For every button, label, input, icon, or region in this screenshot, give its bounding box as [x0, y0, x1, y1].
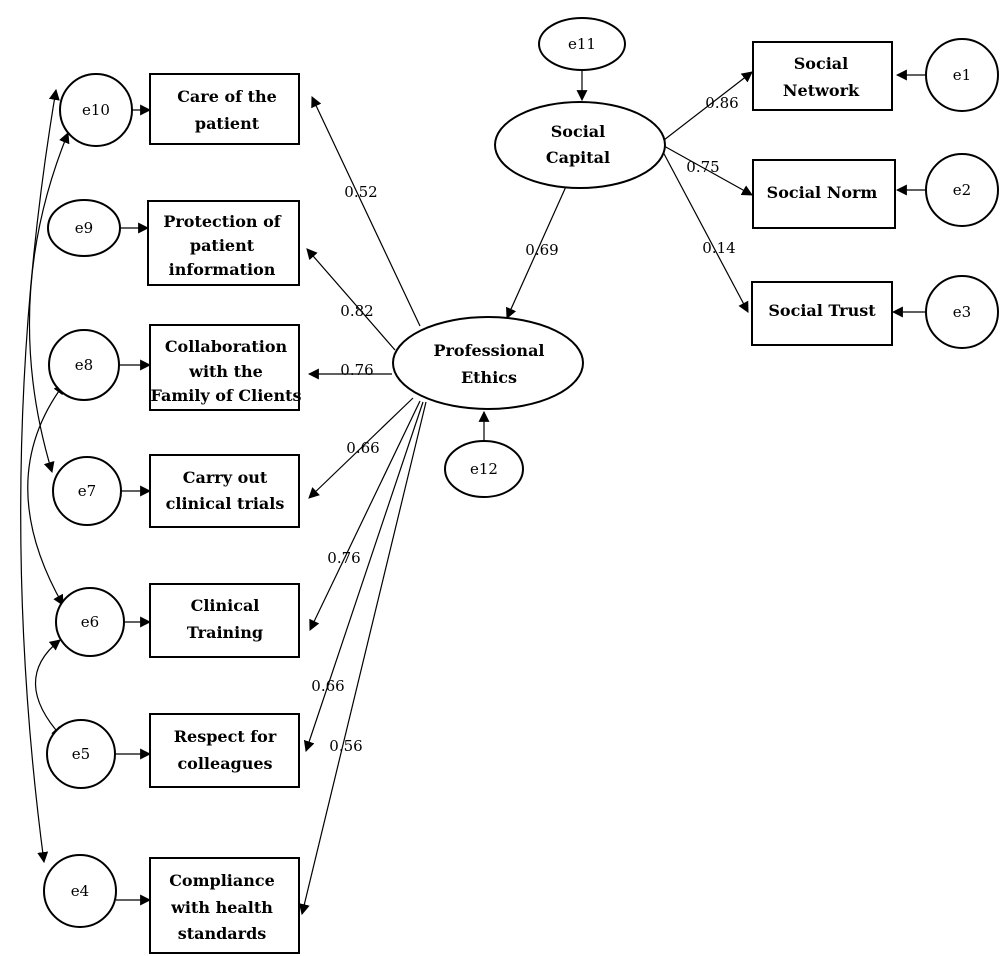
indicator-care: Care of the patient [149, 73, 300, 145]
coef-trust: 0.14 [702, 239, 735, 257]
error-e7: e7 [52, 456, 122, 526]
e12-label: e12 [470, 460, 498, 478]
error-e11: e11 [538, 17, 626, 71]
path-ethics-care [311, 96, 421, 327]
care-line-2: patient [195, 114, 260, 133]
coef-collaboration: 0.76 [340, 361, 373, 379]
error-e5: e5 [46, 719, 116, 789]
covariance-e10-e7 [28, 131, 70, 474]
indicator-network: Social Network [752, 41, 893, 111]
training-line-2: Training [187, 623, 263, 642]
edges [20, 69, 926, 916]
e11-label: e11 [568, 35, 596, 53]
coef-norm: 0.75 [686, 158, 719, 176]
coef-trials: 0.66 [346, 439, 379, 457]
path-ethics-training [309, 400, 421, 631]
error-e9: e9 [47, 199, 121, 257]
path-ethics-compliance [298, 401, 427, 916]
indicator-trust: Social Trust [751, 281, 893, 346]
path-capital-norm [663, 145, 753, 196]
network-line-2: Network [783, 81, 860, 100]
social-capital-line-1: Social [551, 122, 606, 141]
coefficient-labels: 0.52 0.82 0.76 0.66 0.76 0.66 0.56 0.69 … [311, 94, 738, 755]
coef-compliance: 0.56 [329, 737, 362, 755]
error-e4: e4 [43, 854, 117, 928]
path-ethics-protection [306, 248, 396, 351]
covariance-e10-e4 [20, 88, 60, 864]
e2-label: e2 [953, 181, 971, 199]
protection-line-2: patient [190, 236, 255, 255]
trials-line-2: clinical trials [166, 494, 285, 513]
respect-line-2: colleagues [177, 754, 272, 773]
collaboration-line-3: Family of Clients [150, 386, 301, 405]
e1-label: e1 [953, 66, 971, 84]
e3-label: e3 [953, 303, 971, 321]
trust-line-1: Social Trust [768, 301, 876, 320]
latent-social-capital: Social Capital [494, 101, 666, 189]
coef-network: 0.86 [705, 94, 738, 112]
covariance-e8-e6 [27, 383, 65, 606]
error-e3: e3 [925, 275, 999, 349]
error-e1: e1 [925, 38, 999, 112]
indicator-norm: Social Norm [752, 159, 896, 229]
path-ethics-trials [308, 397, 414, 499]
care-line-1: Care of the [177, 87, 277, 106]
e8-label: e8 [75, 356, 93, 374]
indicator-training: Clinical Training [149, 583, 300, 658]
path-capital-network [663, 71, 753, 141]
compliance-line-2: with health [170, 898, 273, 917]
e9-label: e9 [75, 219, 93, 237]
indicator-collaboration: Collaboration with the Family of Clients [149, 324, 302, 411]
coef-respect: 0.66 [311, 677, 344, 695]
coef-protection: 0.82 [340, 302, 373, 320]
indicator-trials: Carry out clinical trials [149, 454, 300, 528]
covariance-e6-e5 [34, 639, 63, 738]
error-e8: e8 [48, 329, 120, 401]
e5-label: e5 [72, 745, 90, 763]
indicator-compliance: Compliance with health standards [149, 857, 300, 954]
e7-label: e7 [78, 482, 96, 500]
social-capital-line-2: Capital [546, 148, 610, 167]
training-line-1: Clinical [191, 596, 260, 615]
path-capital-trust [661, 149, 749, 313]
error-e12: e12 [444, 440, 524, 498]
professional-ethics-line-1: Professional [433, 341, 544, 360]
indicator-respect: Respect for colleagues [149, 713, 300, 788]
protection-line-3: information [169, 260, 276, 279]
e10-label: e10 [82, 101, 110, 119]
error-e6: e6 [55, 587, 125, 657]
path-ethics-respect [303, 401, 424, 753]
e4-label: e4 [71, 882, 89, 900]
protection-line-1: Protection of [163, 212, 281, 231]
collaboration-line-1: Collaboration [165, 337, 288, 356]
compliance-line-3: standards [178, 924, 267, 943]
indicator-protection: Protection of patient information [147, 200, 300, 286]
error-e2: e2 [925, 153, 999, 227]
network-line-1: Social [794, 54, 849, 73]
coef-capital-ethics: 0.69 [525, 241, 558, 259]
coef-care: 0.52 [344, 183, 377, 201]
collaboration-line-2: with the [188, 362, 263, 381]
coef-training: 0.76 [327, 549, 360, 567]
latent-professional-ethics: Professional Ethics [392, 316, 584, 410]
error-e10: e10 [59, 73, 133, 147]
trials-line-1: Carry out [183, 468, 268, 487]
professional-ethics-line-2: Ethics [461, 368, 517, 387]
compliance-line-1: Compliance [169, 871, 275, 890]
norm-line-1: Social Norm [767, 183, 878, 202]
e6-label: e6 [81, 613, 99, 631]
respect-line-1: Respect for [174, 727, 277, 746]
